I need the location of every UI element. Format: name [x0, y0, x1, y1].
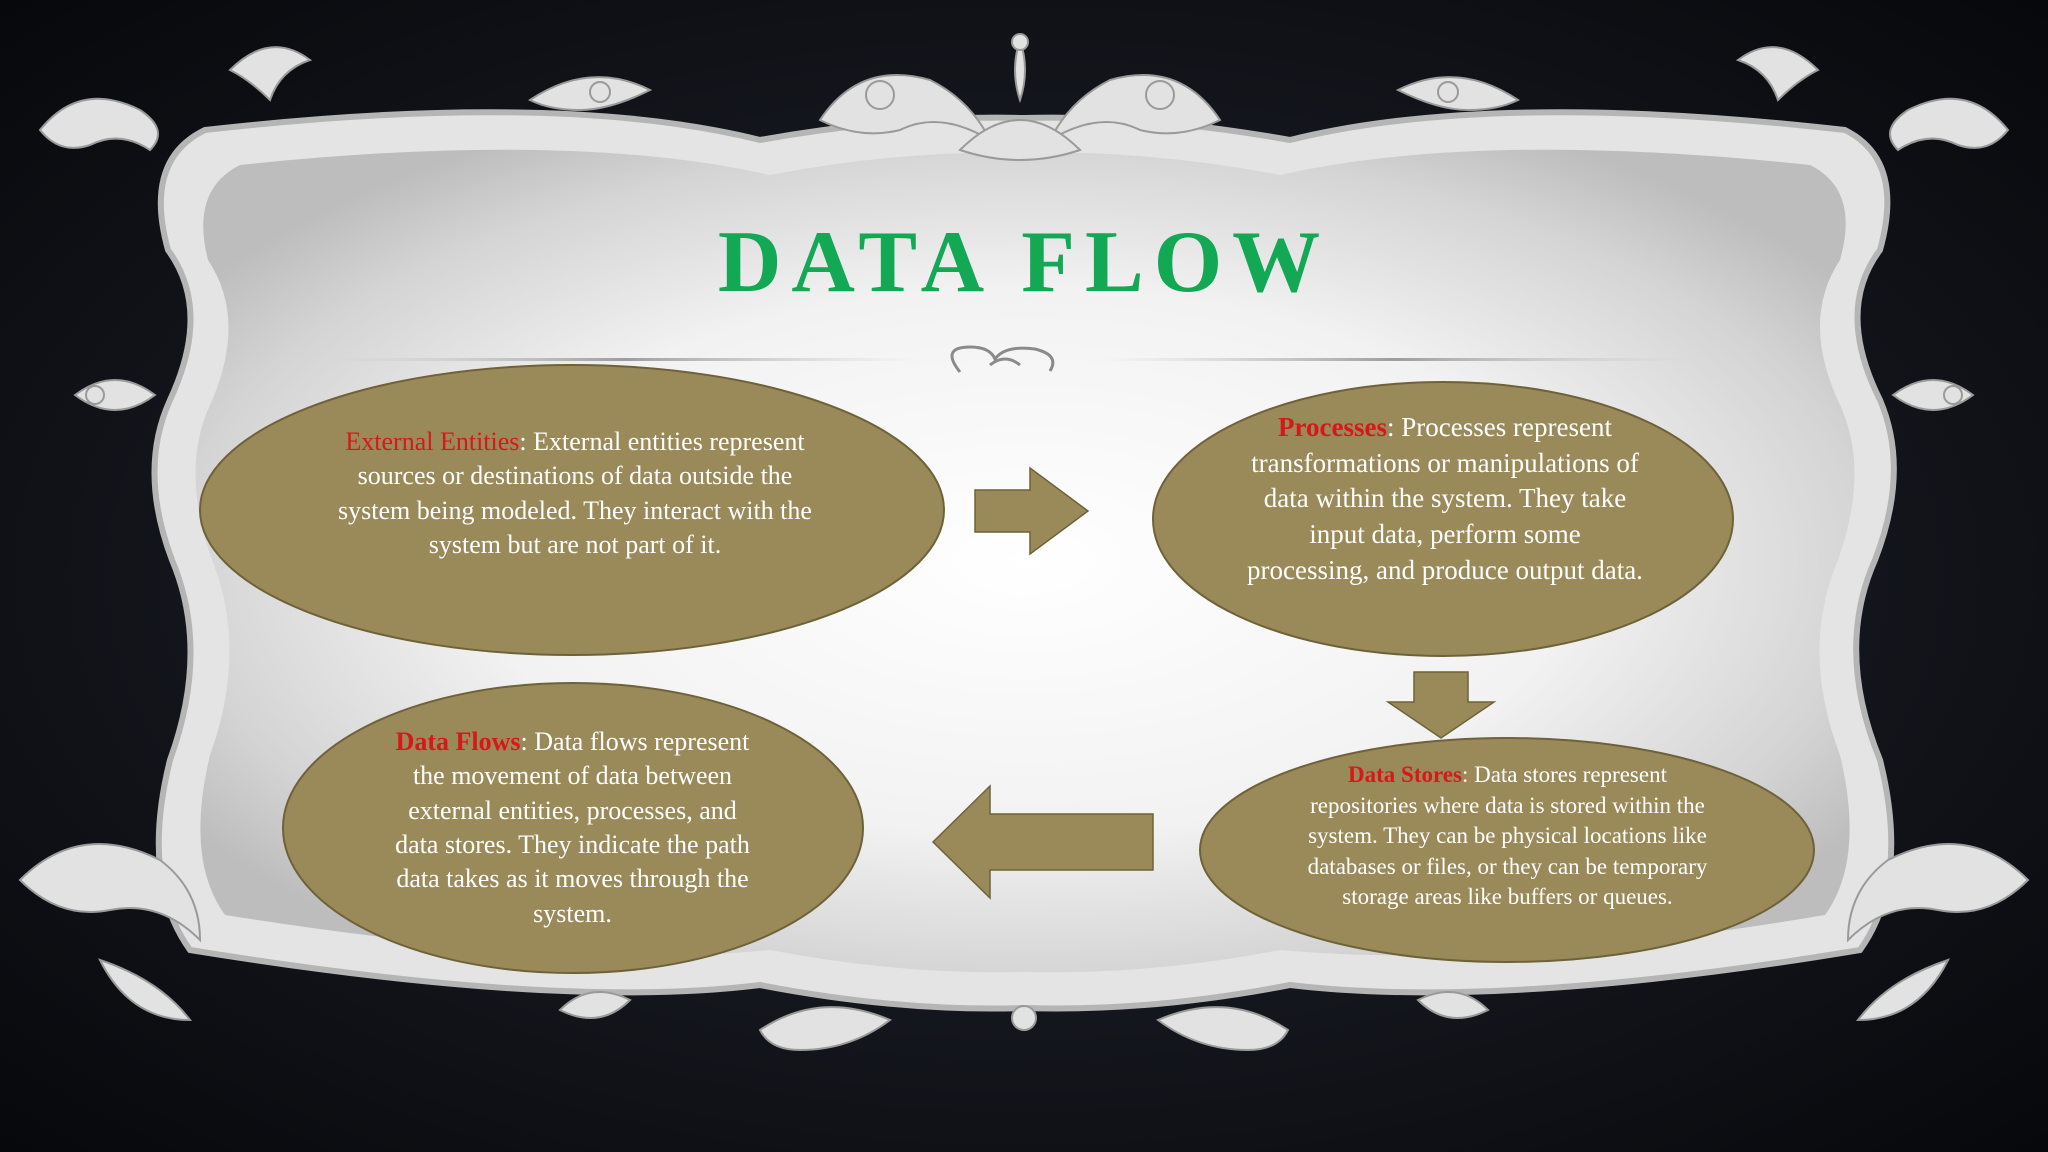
processes-term: Processes — [1278, 412, 1388, 442]
ellipse-external-entities — [199, 364, 945, 656]
external-entities-text: External Entities: External entities rep… — [330, 425, 820, 562]
data-flows-description: : Data flows represent the movement of d… — [395, 727, 750, 928]
arrow-left-icon — [931, 784, 1154, 900]
ornament-sides — [73, 379, 1975, 411]
data-flows-text: Data Flows: Data flows represent the mov… — [385, 725, 760, 931]
data-stores-term: Data Stores — [1348, 762, 1462, 787]
slide-title: DATA FLOW — [717, 214, 1331, 311]
ornament-top-center — [818, 33, 1222, 161]
ellipse-processes — [1152, 381, 1734, 657]
ornament-bottom — [18, 843, 2030, 1052]
external-entities-term: External Entities — [345, 427, 520, 456]
title-rule-right — [1100, 358, 1690, 361]
external-entities-description: : External entities represent sources or… — [338, 427, 812, 559]
arrow-down-icon — [1385, 671, 1497, 739]
arrow-right-icon — [974, 466, 1090, 556]
data-flows-term: Data Flows — [395, 727, 521, 756]
title-rule-left — [330, 358, 920, 361]
data-stores-text: Data Stores: Data stores represent repos… — [1295, 760, 1720, 913]
ornament-top-right — [1395, 46, 2010, 152]
ornament-top-left — [38, 46, 653, 152]
processes-text: Processes: Processes represent transform… — [1245, 410, 1645, 588]
flourish-icon — [950, 345, 1055, 373]
data-stores-description: : Data stores represent repositories whe… — [1307, 762, 1708, 910]
ellipse-data-stores — [1199, 737, 1815, 963]
ellipse-data-flows — [282, 682, 864, 974]
processes-description: : Processes represent transformations or… — [1247, 412, 1643, 585]
